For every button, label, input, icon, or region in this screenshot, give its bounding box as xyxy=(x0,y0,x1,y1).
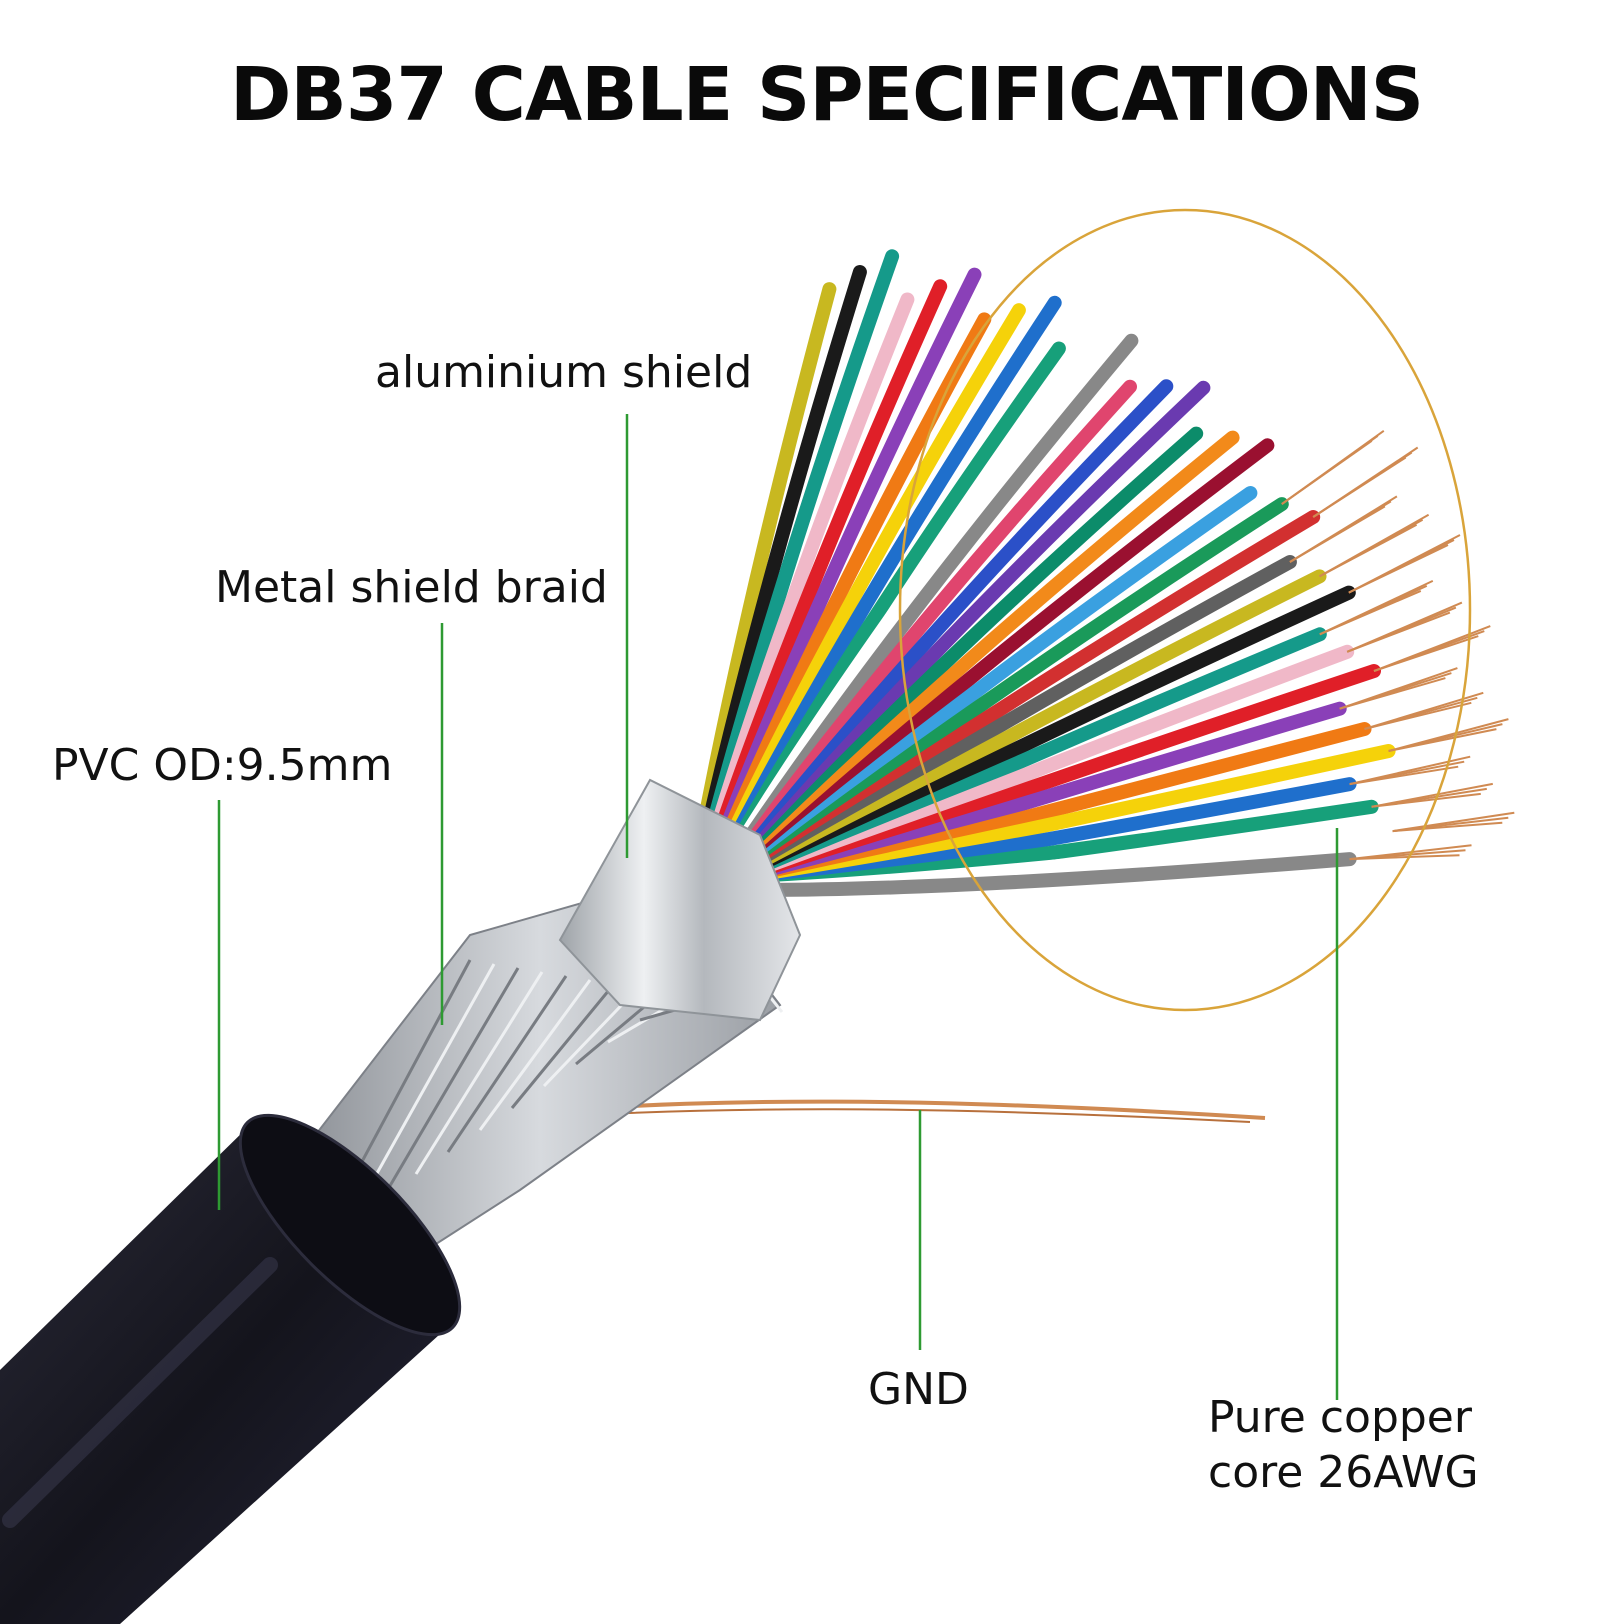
label-aluminium-shield: aluminium shield xyxy=(375,347,753,398)
copper-strand xyxy=(1371,782,1493,808)
page-title: DB37 CABLE SPECIFICATIONS xyxy=(230,52,1424,138)
pvc-jacket-end-face xyxy=(238,1113,462,1337)
label-pure-copper-line1: Pure copper xyxy=(1208,1392,1472,1443)
copper-strand xyxy=(1312,446,1419,518)
copper-strand xyxy=(1339,667,1458,710)
copper-strand xyxy=(1319,513,1430,578)
copper-strand xyxy=(1388,718,1509,752)
copper-strand xyxy=(1289,495,1398,563)
copper-strand xyxy=(1281,429,1385,505)
braid-strand xyxy=(510,983,616,1109)
aluminium-foil-shield xyxy=(558,778,802,1022)
copper-wire-tips xyxy=(1281,429,1515,861)
copper-strand xyxy=(1373,625,1491,672)
copper-strand xyxy=(1348,534,1461,594)
braid-strand xyxy=(446,975,568,1153)
copper-strand xyxy=(1364,691,1484,730)
copper-strand xyxy=(1392,811,1515,833)
jacket-highlight xyxy=(2,1257,278,1528)
label-pvc-od: PVC OD:9.5mm xyxy=(52,740,393,791)
braid-strand xyxy=(478,979,592,1131)
label-gnd: GND xyxy=(868,1364,969,1415)
label-pure-copper-line2: core 26AWG xyxy=(1208,1447,1479,1498)
braid-strand xyxy=(414,971,544,1175)
colored-wire-bundle xyxy=(683,249,1400,907)
copper-strand xyxy=(1346,601,1463,653)
braid-strand xyxy=(382,967,520,1197)
copper-core-highlight-ellipse xyxy=(898,208,1472,1012)
label-metal-shield-braid: Metal shield braid xyxy=(215,562,608,613)
copper-strand xyxy=(1319,579,1434,636)
label-pure-copper-core: Pure copper core 26AWG xyxy=(1208,1390,1479,1500)
insulated-wire xyxy=(743,852,1357,898)
